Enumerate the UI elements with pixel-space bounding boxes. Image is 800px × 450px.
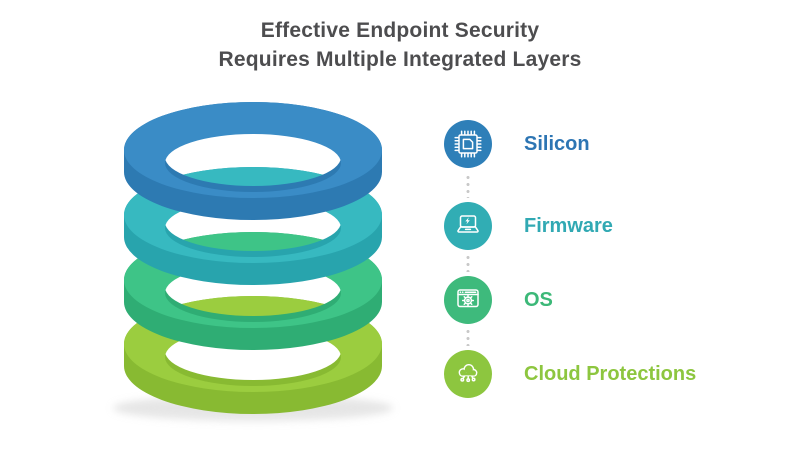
silicon-icon-circle bbox=[444, 120, 492, 168]
microchip-icon bbox=[454, 130, 482, 158]
legend-label-cloud-protections: Cloud Protections bbox=[524, 362, 697, 385]
page-title-line1: Effective Endpoint Security bbox=[260, 19, 540, 42]
legend-item-cloud-protections: Cloud Protections bbox=[444, 350, 696, 398]
legend-item-firmware: Firmware bbox=[444, 202, 613, 250]
legend-label-firmware: Firmware bbox=[524, 214, 613, 237]
firmware-icon-circle bbox=[444, 202, 492, 250]
laptop-bolt-icon bbox=[457, 215, 479, 233]
ring-stack bbox=[113, 102, 393, 421]
ring-face-silicon bbox=[124, 102, 382, 198]
cloud-network-icon bbox=[444, 350, 492, 398]
dotted-connector bbox=[465, 328, 471, 346]
page-title: Effective Endpoint Security Requires Mul… bbox=[0, 16, 800, 74]
dotted-connector bbox=[465, 254, 471, 272]
legend-item-os: OS bbox=[444, 276, 553, 324]
window-gear-icon bbox=[457, 289, 479, 308]
legend-item-silicon: Silicon bbox=[444, 120, 590, 168]
dotted-connector bbox=[465, 174, 471, 198]
cloud-icon-circle bbox=[444, 350, 492, 398]
page-title-line2: Requires Multiple Integrated Layers bbox=[218, 48, 582, 71]
legend-label-os: OS bbox=[524, 288, 553, 311]
os-icon-circle bbox=[444, 276, 492, 324]
legend-label-silicon: Silicon bbox=[524, 132, 590, 155]
